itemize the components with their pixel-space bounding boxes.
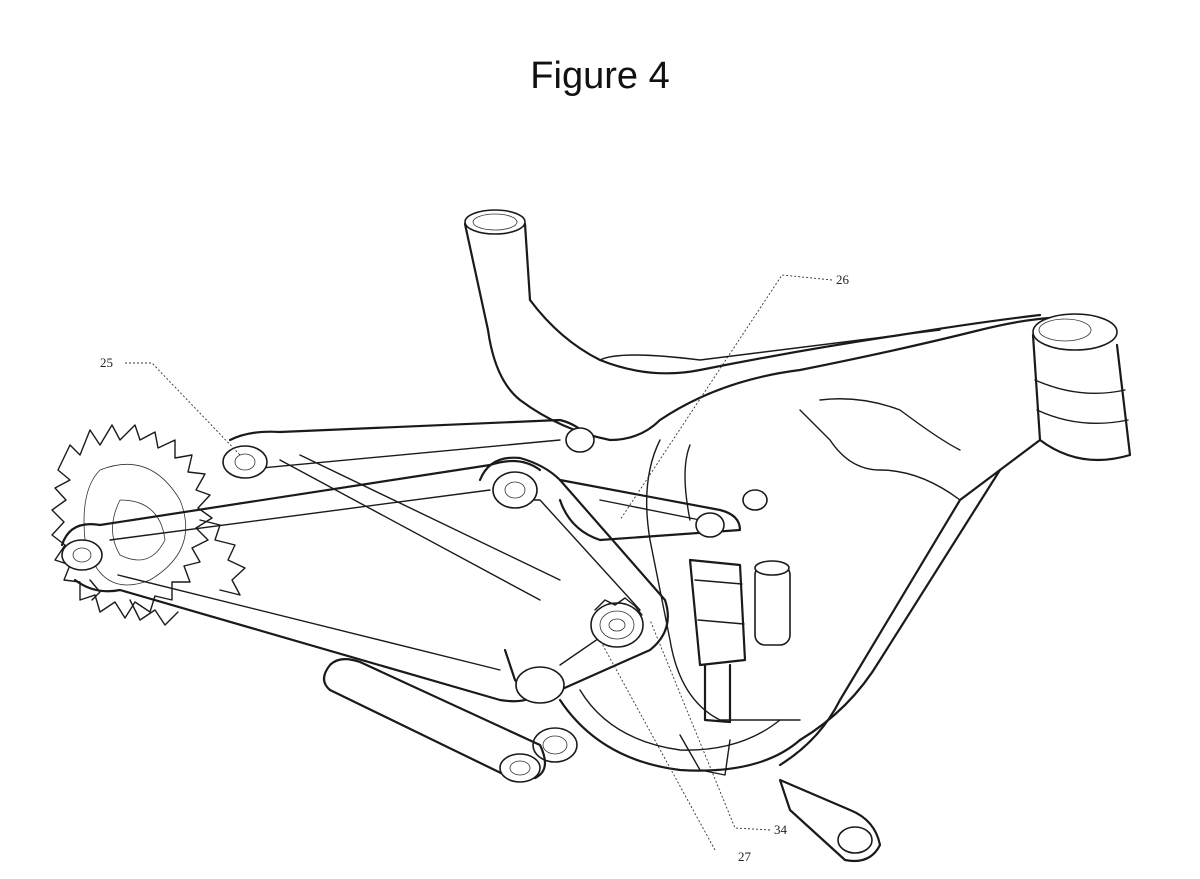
seat-tube (463, 209, 532, 332)
callout-34-label: 34 (774, 822, 788, 837)
bottom-bracket-area (532, 689, 802, 772)
crank-arm-right (778, 778, 882, 863)
rear-shock (679, 558, 791, 776)
callout-34: 34 (649, 619, 788, 837)
callout-27-label: 27 (738, 849, 752, 864)
callout-25: 25 (100, 355, 241, 456)
callout-25-label: 25 (100, 355, 113, 370)
rear-triangle (60, 418, 592, 703)
upper-link (558, 427, 768, 542)
callout-26-label: 26 (836, 272, 850, 287)
cassette (51, 424, 246, 626)
front-triangle (486, 298, 1132, 767)
idler-pulley (590, 597, 644, 648)
callout-26: 26 (619, 272, 850, 521)
figure-title: Figure 4 (530, 55, 670, 97)
crank-arm-left (322, 658, 547, 783)
callout-27: 27 (599, 639, 752, 864)
